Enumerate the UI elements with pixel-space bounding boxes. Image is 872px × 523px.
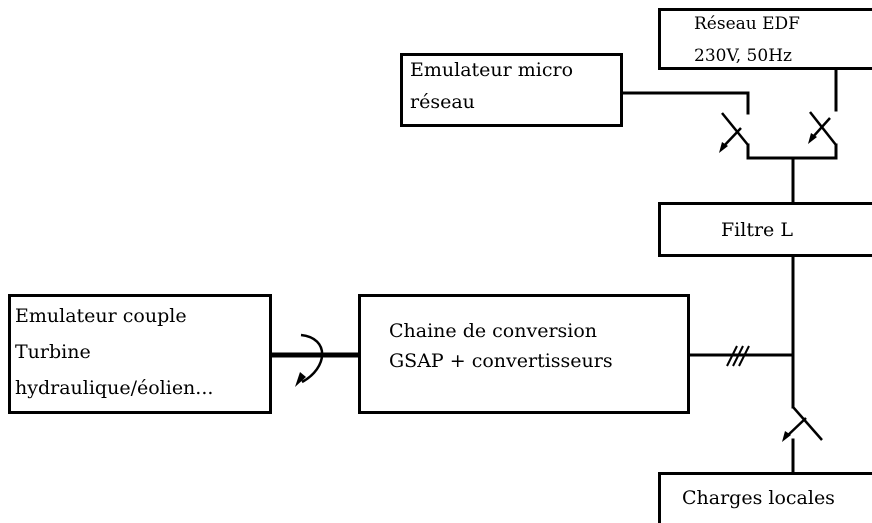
turbine-emulator-block: Emulateur couple Turbine hydraulique/éol… (8, 294, 272, 414)
micro-grid-block: Emulateur micro réseau (400, 53, 623, 127)
conversion-chain-block: Chaine de conversion GSAP + convertisseu… (358, 294, 690, 414)
turbine-label-line2: Turbine (15, 341, 91, 363)
filter-block: Filtre L (658, 202, 872, 257)
switch-loads-icon (782, 406, 823, 442)
grid-label-line2: 230V, 50Hz (694, 46, 792, 66)
three-phase-marker (726, 345, 750, 367)
micro-grid-label-line1: Emulateur micro (410, 59, 574, 81)
conversion-label-line1: Chaine de conversion (389, 320, 598, 342)
rotation-arrow-icon (295, 333, 324, 387)
conversion-label-line2: GSAP + convertisseurs (389, 350, 613, 372)
grid-block: Réseau EDF 230V, 50Hz (658, 8, 872, 70)
filter-label: Filtre L (721, 219, 793, 241)
micro-grid-label-line2: réseau (410, 91, 475, 113)
wire-switches-junction (746, 143, 838, 160)
turbine-label-line3: hydraulique/éolien... (15, 377, 214, 399)
wire-micro-grid (621, 91, 750, 115)
switch-micro-grid-icon (719, 112, 749, 153)
turbine-label-line1: Emulateur couple (15, 305, 187, 327)
loads-label: Charges locales (682, 487, 835, 509)
grid-label-line1: Réseau EDF (694, 14, 800, 34)
switch-grid-icon (808, 111, 837, 146)
local-loads-block: Charges locales (658, 472, 872, 523)
